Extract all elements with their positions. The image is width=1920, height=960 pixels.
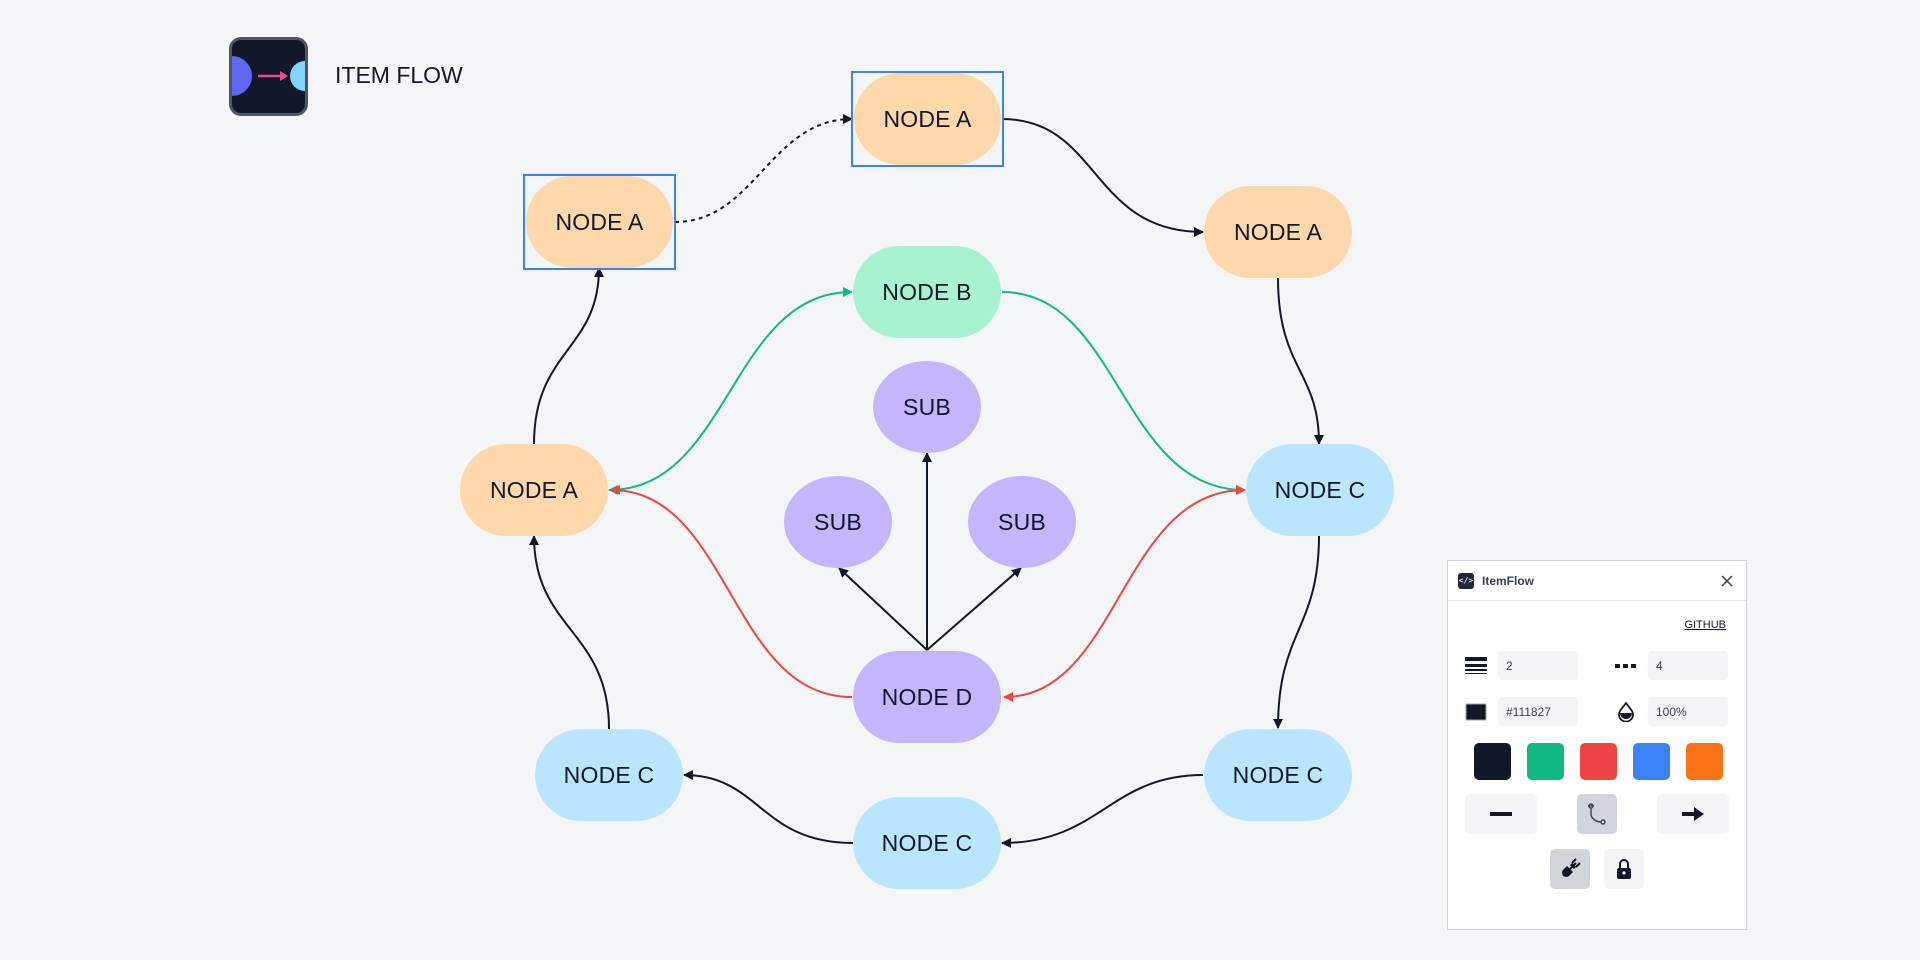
edge-c-bottom-left-to-a-left[interactable] — [529, 535, 610, 730]
edge-b-to-c-right[interactable] — [1001, 291, 1246, 495]
straight-line-icon — [1490, 812, 1512, 816]
selection-box-a-upper — [523, 174, 676, 270]
edge-a-right-to-c-right[interactable] — [1277, 277, 1324, 445]
color-preview-icon — [1464, 700, 1488, 724]
stroke-width-input[interactable] — [1498, 651, 1578, 680]
dash-row — [1614, 651, 1728, 680]
stroke-width-icon — [1464, 654, 1488, 678]
opacity-input[interactable] — [1648, 697, 1728, 726]
edge-c-bottom-right-to-c-bottom[interactable] — [1001, 774, 1204, 848]
dash-input[interactable] — [1648, 651, 1728, 680]
color-row — [1464, 697, 1578, 726]
line-style-curve-button[interactable] — [1577, 794, 1617, 834]
panel-header: </> ItemFlow — [1448, 561, 1746, 601]
selection-box-a-top — [851, 71, 1004, 167]
node-sub-top[interactable]: SUB — [873, 361, 981, 453]
node-c-bottom-left[interactable]: NODE C — [535, 729, 683, 821]
node-a-upper[interactable]: NODE A — [526, 176, 673, 268]
plug-icon — [1562, 858, 1581, 877]
node-sub-left[interactable]: SUB — [784, 476, 892, 568]
node-c-right[interactable]: NODE C — [1246, 444, 1394, 536]
node-sub-right[interactable]: SUB — [968, 476, 1076, 568]
node-a-left[interactable]: NODE A — [460, 444, 608, 536]
arrow-right-icon — [1682, 807, 1704, 821]
app-title: ITEM FLOW — [335, 62, 463, 88]
node-a-top[interactable]: NODE A — [854, 73, 1001, 165]
opacity-drop-icon — [1614, 700, 1638, 724]
stroke-width-row — [1464, 651, 1578, 680]
node-c-bottom[interactable]: NODE C — [853, 797, 1001, 889]
code-icon: </> — [1458, 572, 1474, 589]
itemflow-panel: </> ItemFlow GITHUB — [1447, 560, 1747, 930]
edge-d-to-sub-left[interactable] — [838, 567, 928, 651]
color-input[interactable] — [1498, 697, 1578, 726]
swatch-red[interactable] — [1580, 743, 1617, 780]
edge-d-to-sub-right[interactable] — [926, 567, 1022, 651]
arrow-style-button[interactable] — [1657, 794, 1729, 834]
close-icon[interactable] — [1718, 572, 1736, 590]
edge-a-left-to-a-upper[interactable] — [533, 267, 604, 445]
opacity-row — [1614, 697, 1728, 726]
edge-a-top-to-a-right[interactable] — [1001, 118, 1204, 237]
edge-a-left-to-b[interactable] — [608, 287, 853, 495]
edge-c-bottom-to-c-bottom-left[interactable] — [683, 770, 854, 844]
line-style-straight-button[interactable] — [1465, 794, 1537, 834]
swatch-blue[interactable] — [1633, 743, 1670, 780]
lock-icon — [1617, 859, 1631, 879]
edge-c-right-to-c-bottom-right[interactable] — [1273, 534, 1320, 729]
node-a-right[interactable]: NODE A — [1204, 186, 1352, 278]
node-b[interactable]: NODE B — [853, 246, 1001, 338]
edge-d-to-a-left[interactable] — [610, 485, 853, 698]
github-link[interactable]: GITHUB — [1684, 619, 1726, 631]
node-c-bottom-right[interactable]: NODE C — [1204, 729, 1352, 821]
panel-title: ItemFlow — [1482, 573, 1535, 588]
dash-icon — [1614, 654, 1638, 678]
lock-button[interactable] — [1604, 849, 1644, 889]
swatch-green[interactable] — [1527, 743, 1564, 780]
edge-c-right-to-d[interactable] — [1003, 485, 1246, 702]
swatch-orange[interactable] — [1686, 743, 1723, 780]
node-d[interactable]: NODE D — [853, 651, 1001, 743]
swatch-black[interactable] — [1474, 743, 1511, 780]
curve-connector-icon — [1588, 803, 1606, 825]
app-logo — [229, 37, 308, 116]
edge-a-upper-to-a-top[interactable] — [674, 114, 853, 223]
connect-toggle-button[interactable] — [1550, 849, 1590, 889]
